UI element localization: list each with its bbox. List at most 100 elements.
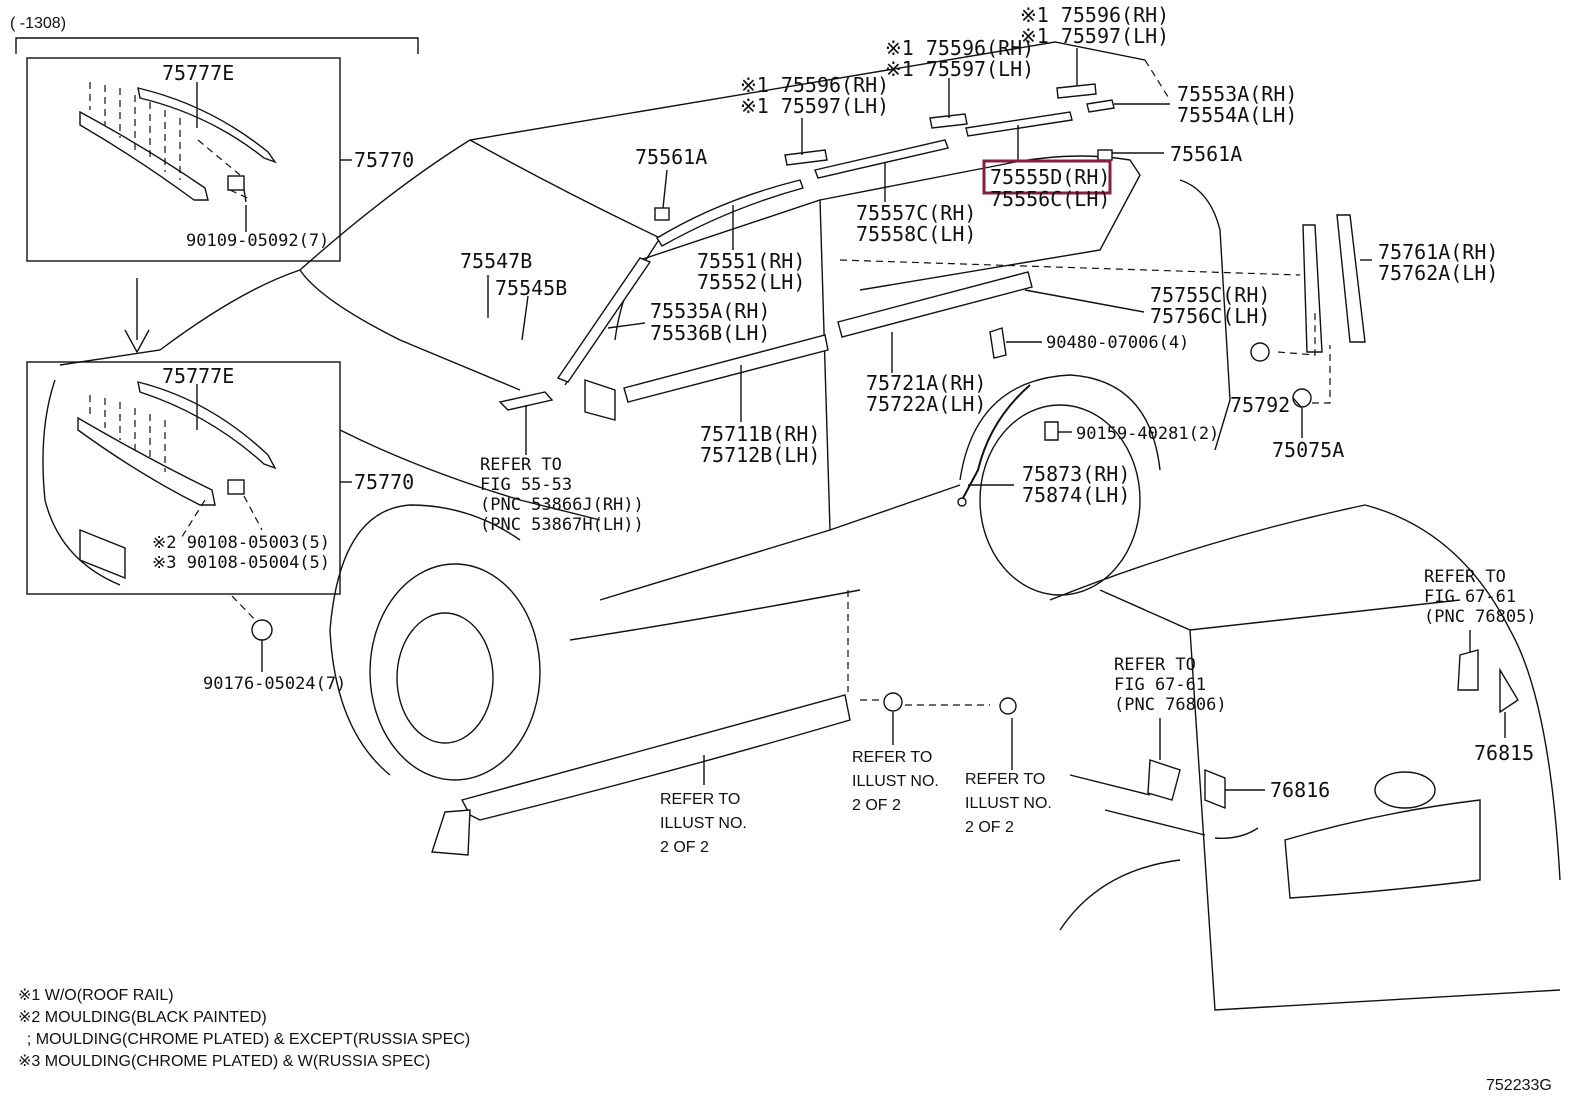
- fit-lines-bottom-2: [179, 495, 263, 541]
- note-3: ※3 MOULDING(CHROME PLATED) & W(RUSSIA SP…: [18, 1053, 430, 1070]
- label-75721a: 75721A(RH): [866, 371, 986, 395]
- ref-illust-c: REFER TO ILLUST NO. 2 OF 2: [965, 771, 1052, 836]
- ref-illust-a-line1: REFER TO: [660, 791, 740, 808]
- plate-recess: [1284, 799, 1481, 899]
- flare-75873[interactable]: [961, 384, 1031, 501]
- door-bottom-rear: [829, 484, 961, 531]
- label-90159: 90159-40281(2): [1076, 424, 1219, 444]
- clip-90480[interactable]: [989, 327, 1007, 359]
- body-rear-edge: [1179, 179, 1231, 451]
- screw-90159[interactable]: [1044, 421, 1059, 441]
- label-75075a: 75075A: [1272, 438, 1344, 462]
- rocker-75851[interactable]: [460, 694, 851, 821]
- part-76815[interactable]: [1499, 667, 1519, 714]
- clip-75561a-left[interactable]: [654, 207, 670, 221]
- pillar-cover[interactable]: [498, 391, 554, 411]
- ref-illust-a: REFER TO ILLUST NO. 2 OF 2: [660, 791, 747, 856]
- label-75762a: 75762A(LH): [1378, 261, 1498, 285]
- part-75075a[interactable]: [1292, 388, 1312, 408]
- ref-fig67-b-line1: REFER TO: [1114, 655, 1196, 675]
- ref-fig55-line2: FIG 55-53: [480, 475, 572, 495]
- label-90108-05003: ※2 90108-05003(5): [152, 533, 330, 553]
- moulding-75721a[interactable]: [837, 271, 1033, 338]
- label-75761a: 75761A(RH): [1378, 240, 1498, 264]
- garnish-right[interactable]: [1457, 649, 1479, 691]
- front-bumper-outline: [42, 379, 121, 586]
- roof-rear-dash: [1144, 59, 1171, 101]
- label-75536b: 75536B(LH): [650, 321, 770, 345]
- hood-front: [59, 269, 301, 366]
- rear-glass-top: [1099, 589, 1461, 631]
- label-75597-b: ※1 75597(LH): [885, 57, 1034, 81]
- rear-window-line: [819, 155, 1141, 291]
- garnish-left[interactable]: [1147, 759, 1181, 801]
- label-90109: 90109-05092(7): [186, 231, 329, 251]
- label-75535a: 75535A(RH): [650, 299, 770, 323]
- ref-illust-a-line2: ILLUST NO.: [660, 815, 747, 832]
- part-76816[interactable]: [1204, 768, 1226, 810]
- moulding-75535a[interactable]: [556, 257, 652, 383]
- label-75597-a: ※1 75597(LH): [740, 94, 889, 118]
- clip-bottom[interactable]: [227, 479, 245, 495]
- label-76816: 76816: [1270, 778, 1330, 802]
- fit-line-90176: [231, 595, 261, 626]
- leader-illust-bc: [892, 712, 1013, 770]
- label-75555d[interactable]: 75555D(RH): [990, 165, 1110, 189]
- cover-75596-b[interactable]: [929, 113, 968, 129]
- fastener-90176[interactable]: [251, 619, 273, 641]
- label-75553a: 75553A(RH): [1177, 82, 1297, 106]
- cover-75596-a[interactable]: [784, 149, 828, 166]
- note-2: ※2 MOULDING(BLACK PAINTED): [18, 1009, 267, 1026]
- moulding-75761a-b[interactable]: [1336, 214, 1366, 343]
- ref-illust-a-line3: 2 OF 2: [660, 839, 709, 856]
- ref-fig55: REFER TO FIG 55-53 (PNC 53866J(RH)) (PNC…: [480, 455, 644, 535]
- note-1: ※1 W/O(ROOF RAIL): [18, 987, 174, 1004]
- clip-rocker-b[interactable]: [999, 697, 1017, 715]
- flare-end: [957, 497, 967, 507]
- ref-fig55-line3: (PNC 53866J(RH)): [480, 495, 644, 515]
- garnish-top[interactable]: [79, 110, 209, 201]
- fit-lines-75792: [1277, 310, 1331, 404]
- cover-75596-c[interactable]: [1056, 83, 1097, 99]
- windshield-top: [469, 139, 661, 239]
- cover-75553a[interactable]: [1086, 99, 1115, 113]
- moulding-75557c[interactable]: [814, 139, 949, 179]
- label-90480: 90480-07006(4): [1046, 333, 1189, 353]
- fit-lines-top: [89, 82, 181, 180]
- label-75874: 75874(LH): [1022, 483, 1130, 507]
- moulding-75555d[interactable]: [965, 111, 1073, 137]
- moulding-75777e-bottom[interactable]: [137, 381, 277, 470]
- mirror-base: [584, 379, 616, 421]
- label-75596-b: ※1 75596(RH): [885, 36, 1034, 60]
- front-tire: [369, 563, 541, 781]
- ref-fig67-b-line3: (PNC 76806): [1114, 695, 1227, 715]
- highlight-75555d: [982, 159, 1112, 195]
- leader-75075: [1292, 397, 1303, 409]
- rocker-end[interactable]: [431, 809, 471, 856]
- label-75547b: 75547B: [460, 249, 532, 273]
- clip-top[interactable]: [227, 175, 245, 191]
- part-75792[interactable]: [1250, 342, 1270, 362]
- ref-illust-b-line2: ILLUST NO.: [852, 773, 939, 790]
- label-75558c: 75558C(LH): [856, 222, 976, 246]
- label-75777e-bottom: 75777E: [162, 364, 234, 388]
- moulding-75551[interactable]: [656, 179, 804, 247]
- grille-bottom[interactable]: [77, 416, 216, 506]
- rear-view: [1049, 504, 1561, 1011]
- inset-bottom-frame: [26, 361, 341, 595]
- label-76815: 76815: [1474, 741, 1534, 765]
- rear-emblem: [1374, 771, 1436, 809]
- clip-75561a-right[interactable]: [1097, 149, 1113, 161]
- leader-75545b: [521, 295, 529, 341]
- moulding-75777e-top[interactable]: [137, 87, 277, 164]
- rear-wheel-arch: [959, 374, 1161, 481]
- rear-quarter: [1059, 859, 1181, 931]
- leader-lines: [487, 48, 1506, 791]
- clip-rocker-a[interactable]: [883, 692, 903, 712]
- ref-illust-b-line3: 2 OF 2: [852, 797, 901, 814]
- moulding-75761a-a[interactable]: [1302, 224, 1323, 353]
- cable: [1214, 827, 1259, 839]
- label-75561a-left: 75561A: [635, 145, 707, 169]
- roof-edge: [299, 41, 1146, 271]
- moulding-75711b[interactable]: [623, 334, 829, 403]
